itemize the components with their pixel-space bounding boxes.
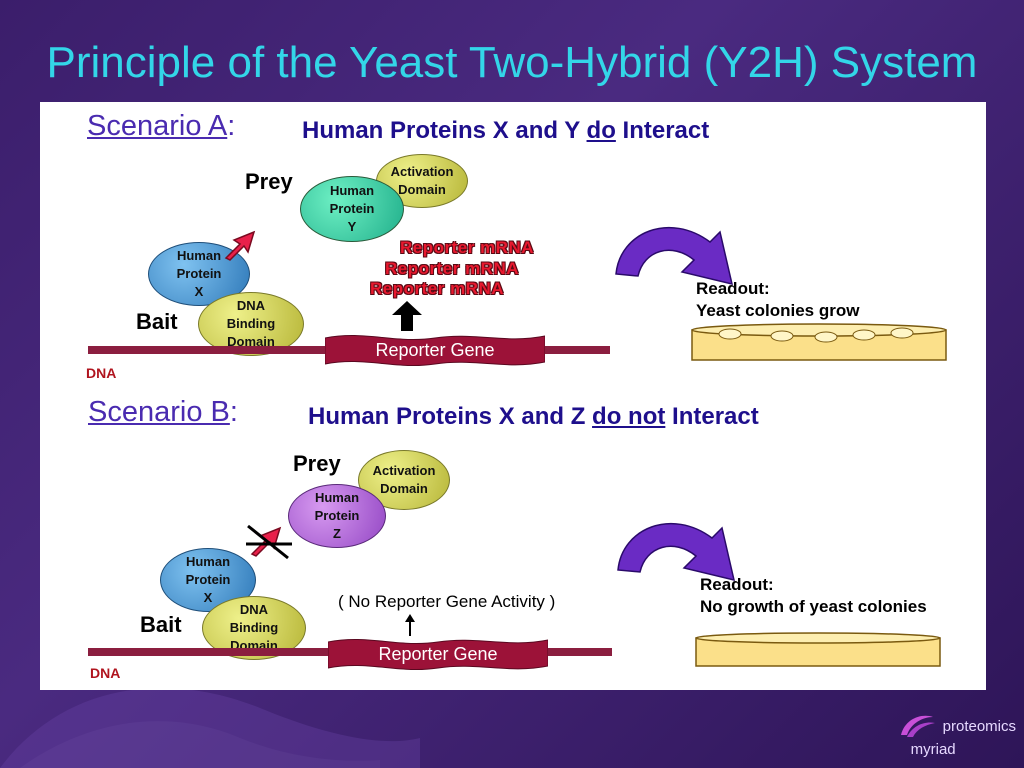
scenario-a-reporter-gene-label: Reporter Gene [375, 340, 495, 360]
scenario-a-reporter-gene-shape [325, 335, 545, 367]
ad-a-line2: Domain [398, 182, 446, 197]
brand-myriad: myriad [910, 741, 956, 758]
pz-line1: Human [314, 490, 360, 505]
scenario-b-no-activity-note: ( No Reporter Gene Activity ) [338, 592, 556, 611]
scenario-b-readout-title: Readout: [700, 575, 774, 594]
brand-proteomics: proteomics [942, 717, 1016, 735]
scenario-b-colon: : [229, 396, 238, 428]
scenario-a-heading-group: Scenario A: [87, 110, 235, 143]
scenario-a-petri-dish [691, 323, 947, 361]
pxa-line1: Human [176, 248, 222, 263]
brand-logo: proteomics myriad [897, 711, 1016, 758]
py-line2: Protein [329, 201, 375, 216]
scenario-b-sub-em: do not [592, 403, 666, 430]
scenario-b-blocked-interaction-icon [246, 524, 292, 560]
scenario-b-readout: Readout: No growth of yeast colonies [700, 574, 927, 618]
ad-b-line2: Domain [380, 481, 428, 496]
pxb-line1: Human [185, 554, 231, 569]
scenario-a-sub-pre: Human Proteins X and Y [302, 117, 580, 144]
scenario-b-heading: Scenario B [88, 396, 230, 428]
scenario-a-sub-post: Interact [622, 117, 710, 144]
scenario-b-reporter-gene-label: Reporter Gene [378, 644, 498, 664]
py-line1: Human [329, 183, 375, 198]
scenario-a-dna-label: DNA [86, 365, 117, 381]
scenario-b-petri-dish [695, 632, 941, 667]
scenario-b-subtitle: Human Proteins X and Z do not Interact [308, 403, 759, 431]
scenario-a-sub-em: do [586, 117, 616, 144]
diagram-panel: Scenario A: Human Proteins X and Y do In… [40, 102, 986, 690]
scenario-b-sub-pre: Human Proteins X and Z [308, 403, 586, 430]
scenario-a-colon: : [227, 110, 236, 142]
dbd-a-line3: Domain [227, 334, 275, 349]
pz-line2: Protein [314, 508, 360, 523]
ad-a-line1: Activation [390, 164, 454, 179]
scenario-a-readout-arrow-icon [615, 226, 734, 286]
background-swirl [0, 688, 420, 768]
pxa-line2: Protein [176, 266, 222, 281]
pxa-line3: X [194, 284, 204, 299]
scenario-b-reporter-gene-shape [328, 639, 548, 671]
dbd-b-line2: Binding [229, 620, 279, 635]
scenario-a-heading: Scenario A [87, 110, 228, 142]
scenario-b-prey-label: Prey [293, 451, 341, 476]
dbd-a-line2: Binding [226, 316, 276, 331]
scenario-b-readout-text: No growth of yeast colonies [700, 597, 927, 616]
slide-title: Principle of the Yeast Two-Hybrid (Y2H) … [46, 38, 978, 87]
scenario-a-mrna-3: Reporter mRNA [370, 279, 505, 298]
scenario-b-thin-up-arrow-icon [405, 614, 415, 636]
dbd-a-line1: DNA [236, 298, 266, 313]
scenario-b-heading-group: Scenario B: [88, 396, 238, 429]
scenario-a-interaction-arrow-icon [224, 230, 256, 261]
scenario-b-sub-post: Interact [672, 403, 759, 430]
pxb-line2: Protein [185, 572, 231, 587]
scenario-a-mrna-2: Reporter mRNA [385, 259, 520, 278]
scenario-a-readout: Readout: Yeast colonies grow [696, 278, 859, 322]
scenario-b-bait-label: Bait [140, 612, 182, 637]
scenario-a-readout-title: Readout: [696, 279, 770, 298]
scenario-a-mrna-1: Reporter mRNA [400, 238, 535, 257]
scenario-a-subtitle: Human Proteins X and Y do Interact [302, 117, 709, 145]
scenario-a-prey-label: Prey [245, 169, 293, 194]
pxb-line3: X [203, 590, 213, 605]
scenario-a-up-arrow-icon [392, 301, 422, 331]
scenario-a-readout-text: Yeast colonies grow [696, 301, 860, 320]
py-line3: Y [347, 219, 357, 234]
dbd-b-line1: DNA [239, 602, 269, 617]
ad-b-line1: Activation [372, 463, 436, 478]
scenario-a-bait-label: Bait [136, 309, 178, 334]
scenario-b-readout-arrow-icon [617, 522, 736, 582]
myriad-swirl-icon [900, 715, 935, 737]
scenario-b-dna-label: DNA [90, 665, 121, 681]
pz-line3: Z [333, 526, 341, 541]
